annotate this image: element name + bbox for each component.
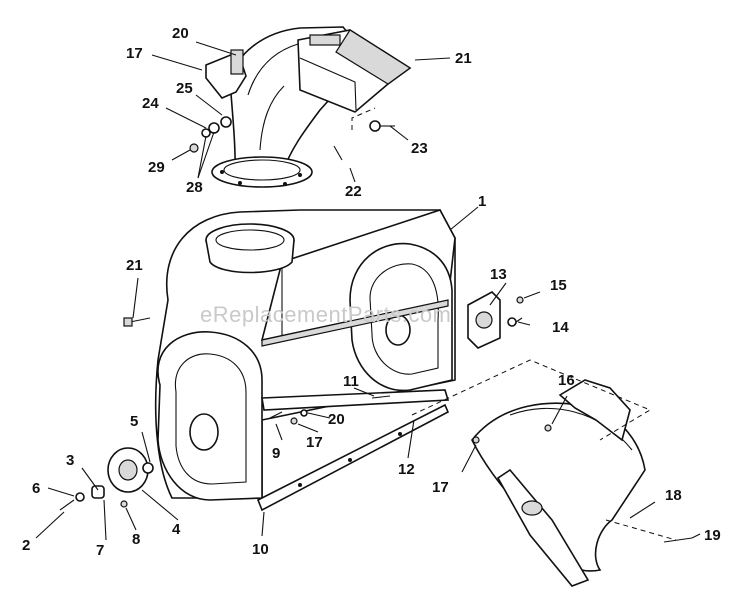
callout-12: 12 <box>398 461 415 478</box>
callout-17b: 17 <box>306 434 323 451</box>
callout-18: 18 <box>665 487 682 504</box>
bearing-plate-13 <box>467 291 524 349</box>
callout-17c: 17 <box>432 479 449 496</box>
bearing-flange-4 <box>59 447 154 511</box>
callout-22: 20 <box>172 25 189 42</box>
chute-bracket-22 <box>205 49 247 99</box>
auger-impeller-18 <box>471 379 646 587</box>
callout-5: 5 <box>130 413 138 430</box>
callout-28: 28 <box>186 179 203 196</box>
callout-29: 29 <box>148 159 165 176</box>
chute-washers <box>189 116 395 161</box>
callout-labels: 20 17 21 25 24 23 29 28 22 1 21 13 15 14… <box>22 25 721 559</box>
callout-17a: 17 <box>126 45 143 62</box>
callout-13: 13 <box>490 266 507 283</box>
callout-11: 11 <box>343 373 359 390</box>
fasteners <box>123 317 693 543</box>
callout-8: 8 <box>132 531 140 548</box>
auger-housing <box>154 209 456 501</box>
callout-19: 19 <box>704 527 721 544</box>
callout-1: 1 <box>478 193 486 210</box>
watermark-text: eReplacementParts.com <box>200 302 451 327</box>
callout-21: 21 <box>126 257 143 274</box>
callout-14: 14 <box>552 319 569 336</box>
callout-4: 4 <box>172 521 181 538</box>
reference-dashed-lines <box>351 107 677 541</box>
callout-25: 23 <box>411 140 428 157</box>
scraper-bar <box>256 389 450 512</box>
callout-6: 6 <box>32 480 40 497</box>
chute-deflector <box>297 29 412 113</box>
callout-7: 7 <box>96 542 104 559</box>
callout-16: 16 <box>558 372 575 389</box>
callout-23: 22 <box>345 183 362 200</box>
callout-26: 24 <box>142 95 159 112</box>
callout-3: 3 <box>66 452 74 469</box>
callout-27: 25 <box>176 80 193 97</box>
callout-2: 2 <box>22 537 30 554</box>
callout-20: 20 <box>328 411 345 428</box>
callout-10: 10 <box>252 541 269 558</box>
callout-9: 9 <box>272 445 280 462</box>
leader-lines <box>35 41 701 541</box>
callout-24: 21 <box>455 50 472 67</box>
callout-15: 15 <box>550 277 567 294</box>
